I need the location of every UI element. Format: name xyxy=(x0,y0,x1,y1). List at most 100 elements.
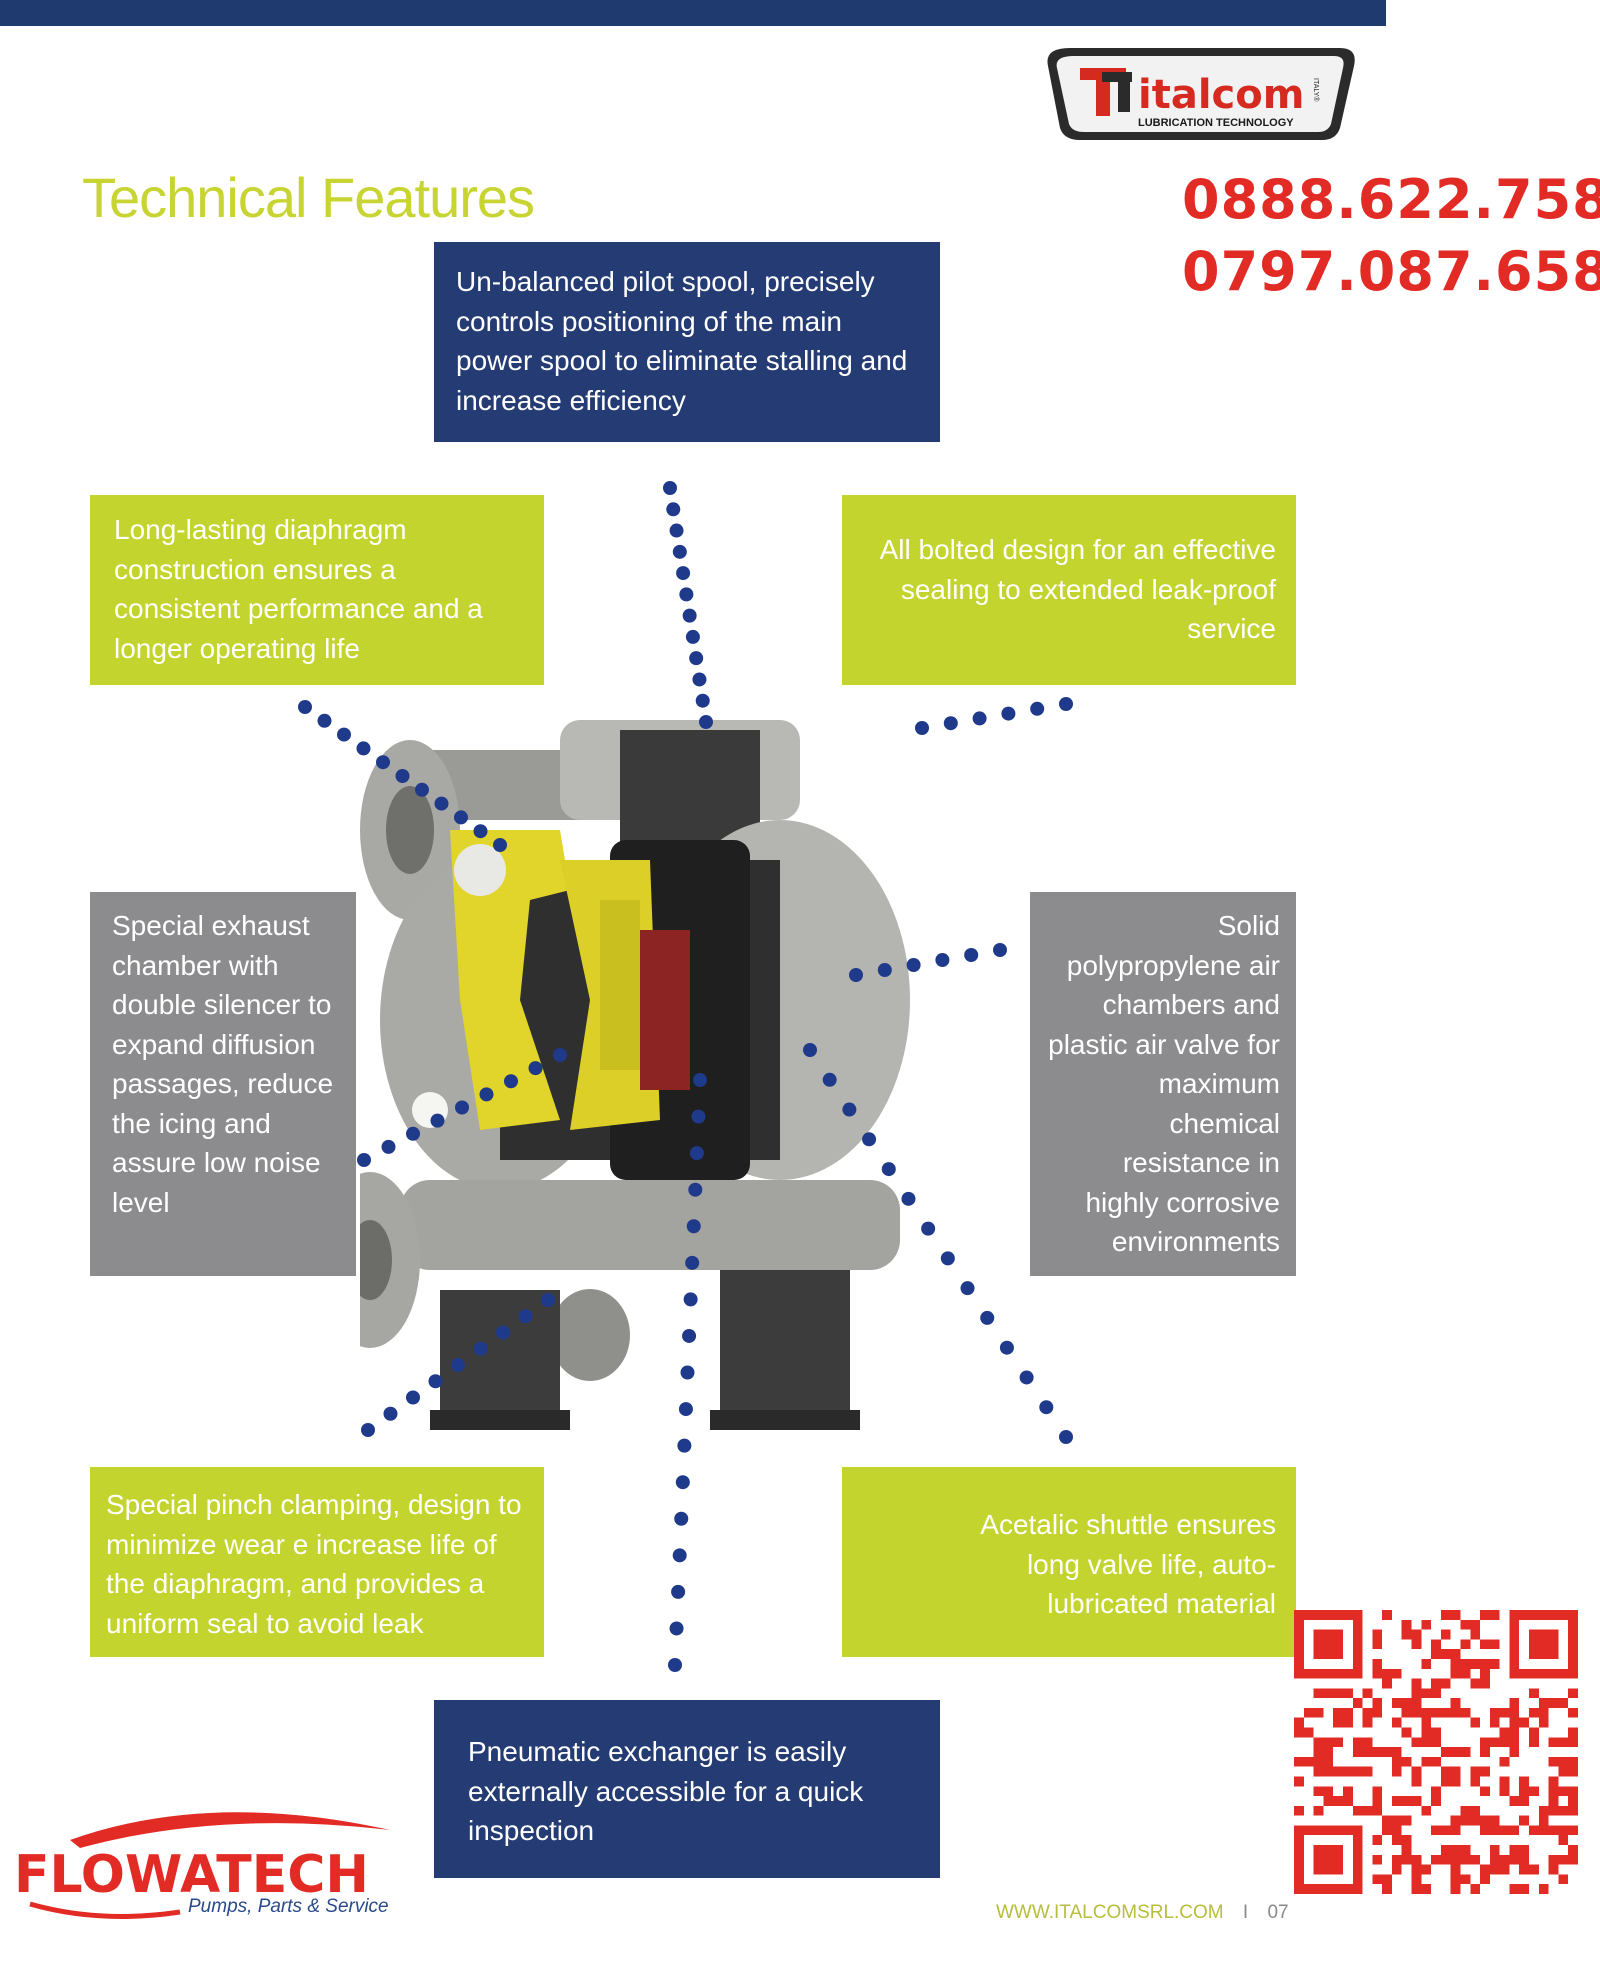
leader-dot xyxy=(842,1102,857,1117)
leader-dot xyxy=(1059,697,1073,711)
leader-dot xyxy=(693,1073,707,1087)
leader-dot xyxy=(1039,1400,1054,1415)
leader-dot xyxy=(1019,1370,1034,1385)
leader-dot xyxy=(666,502,681,517)
leader-dot xyxy=(680,1365,695,1380)
italcom-logo: italcom LUBRICATION TECHNOLOGY ITALY® xyxy=(1047,48,1355,140)
leader-dot xyxy=(298,700,312,714)
website-link[interactable]: WWW.ITALCOMSRL.COM xyxy=(996,1902,1224,1923)
phone-number-1[interactable]: 0888.622.758 xyxy=(1182,168,1600,231)
leader-dot xyxy=(395,769,410,783)
leader-dot xyxy=(699,715,713,729)
leader-dot xyxy=(671,1584,686,1599)
leader-dot xyxy=(428,1374,443,1389)
leader-dot xyxy=(357,1153,371,1167)
leader-dot xyxy=(356,741,371,756)
leader-dot xyxy=(317,713,332,728)
leader-dot xyxy=(434,796,449,811)
feature-diaphragm-text: Long-lasting diaphragm construction ensu… xyxy=(114,514,483,664)
leader-dot xyxy=(686,1219,701,1234)
phone-number-2[interactable]: 0797.087.658 xyxy=(1182,240,1600,303)
leader-dot xyxy=(980,1310,995,1325)
leader-dot xyxy=(993,943,1007,957)
leader-dot xyxy=(688,1182,703,1197)
leader-dot xyxy=(682,608,697,623)
leader-dot xyxy=(972,711,987,726)
svg-text:FLOWATECH: FLOWATECH xyxy=(14,1845,369,1905)
leader-dot xyxy=(376,755,390,770)
leader-dot xyxy=(479,1087,494,1102)
leader-dot xyxy=(685,1255,700,1270)
leader-dot xyxy=(901,1191,916,1206)
leader-dot xyxy=(877,963,892,977)
feature-acetalic: Acetalic shuttle ensures long valve life… xyxy=(842,1467,1296,1657)
feature-pinch-clamping: Special pinch clamping, design to minimi… xyxy=(90,1467,544,1657)
feature-bolted-text: All bolted design for an effective seali… xyxy=(879,534,1276,644)
leader-dot xyxy=(669,1621,684,1636)
leader-dot xyxy=(406,1390,420,1405)
leader-dot xyxy=(674,1511,689,1526)
feature-bolted: All bolted design for an effective seali… xyxy=(842,495,1296,685)
feature-pneumatic-exchanger-text: Pneumatic exchanger is easily externally… xyxy=(468,1736,864,1846)
leader-dot xyxy=(672,544,687,559)
feature-pinch-clamping-text: Special pinch clamping, design to minimi… xyxy=(106,1489,522,1639)
leader-dot xyxy=(691,1109,706,1124)
leader-dot xyxy=(337,727,351,742)
leader-dot xyxy=(668,1658,682,1672)
leader-dot xyxy=(689,651,704,666)
leader-dot xyxy=(803,1043,817,1057)
leader-dot xyxy=(663,481,677,495)
leader-dot xyxy=(1059,1430,1073,1444)
feature-pilot-spool: Un-balanced pilot spool, precisely contr… xyxy=(434,242,940,442)
leader-dot xyxy=(689,1146,704,1161)
leader-dot xyxy=(553,1048,567,1062)
diaphragm-pump-illustration xyxy=(360,720,910,1430)
leader-dot xyxy=(822,1072,837,1087)
leader-dot xyxy=(964,948,979,962)
svg-text:italcom: italcom xyxy=(1138,72,1304,118)
feature-polypropylene-text: Solid polypropylene air chambers and pla… xyxy=(1048,910,1280,1257)
leader-dot xyxy=(528,1061,543,1076)
leader-dot xyxy=(381,1139,396,1154)
leader-dot xyxy=(473,824,488,839)
leader-dot xyxy=(493,838,507,852)
leader-dot xyxy=(695,693,710,708)
leader-dot xyxy=(473,1341,488,1356)
leader-dot xyxy=(455,1100,469,1115)
leader-dot xyxy=(677,1438,692,1453)
leader-dot xyxy=(675,1475,690,1490)
leader-dot xyxy=(999,1340,1014,1355)
leader-dot xyxy=(451,1358,465,1372)
feature-polypropylene: Solid polypropylene air chambers and pla… xyxy=(1030,892,1296,1276)
leader-dot xyxy=(496,1325,510,1340)
top-bar xyxy=(0,0,1386,26)
feature-diaphragm: Long-lasting diaphragm construction ensu… xyxy=(90,495,544,685)
qr-code[interactable] xyxy=(1294,1610,1578,1894)
leader-dot xyxy=(406,1126,420,1141)
leader-dot xyxy=(943,716,958,731)
page-footer: WWW.ITALCOMSRL.COM I 07 xyxy=(996,1902,1289,1924)
leader-dot xyxy=(415,782,429,797)
footer-separator: I xyxy=(1242,1902,1249,1923)
leader-dot xyxy=(685,629,700,644)
feature-pneumatic-exchanger: Pneumatic exchanger is easily externally… xyxy=(434,1700,940,1878)
leader-dot xyxy=(915,721,929,735)
feature-pilot-spool-text: Un-balanced pilot spool, precisely contr… xyxy=(456,266,908,416)
leader-dot xyxy=(692,672,707,687)
leader-dot xyxy=(906,958,921,972)
leader-dot xyxy=(679,587,694,602)
leader-dot xyxy=(881,1162,896,1177)
feature-acetalic-text: Acetalic shuttle ensures long valve life… xyxy=(980,1509,1276,1619)
leader-dot xyxy=(541,1293,555,1307)
svg-text:LUBRICATION TECHNOLOGY: LUBRICATION TECHNOLOGY xyxy=(1138,117,1294,129)
leader-dot xyxy=(1001,706,1016,721)
leader-dot xyxy=(669,523,684,538)
feature-exhaust-text: Special exhaust chamber with double sile… xyxy=(112,910,334,1218)
leader-dot xyxy=(935,953,950,967)
leader-dot xyxy=(921,1221,936,1236)
leader-dot xyxy=(361,1423,375,1437)
page-number: 07 xyxy=(1267,1902,1289,1923)
leader-dot xyxy=(454,810,468,825)
svg-text:ITALY®: ITALY® xyxy=(1312,78,1320,102)
